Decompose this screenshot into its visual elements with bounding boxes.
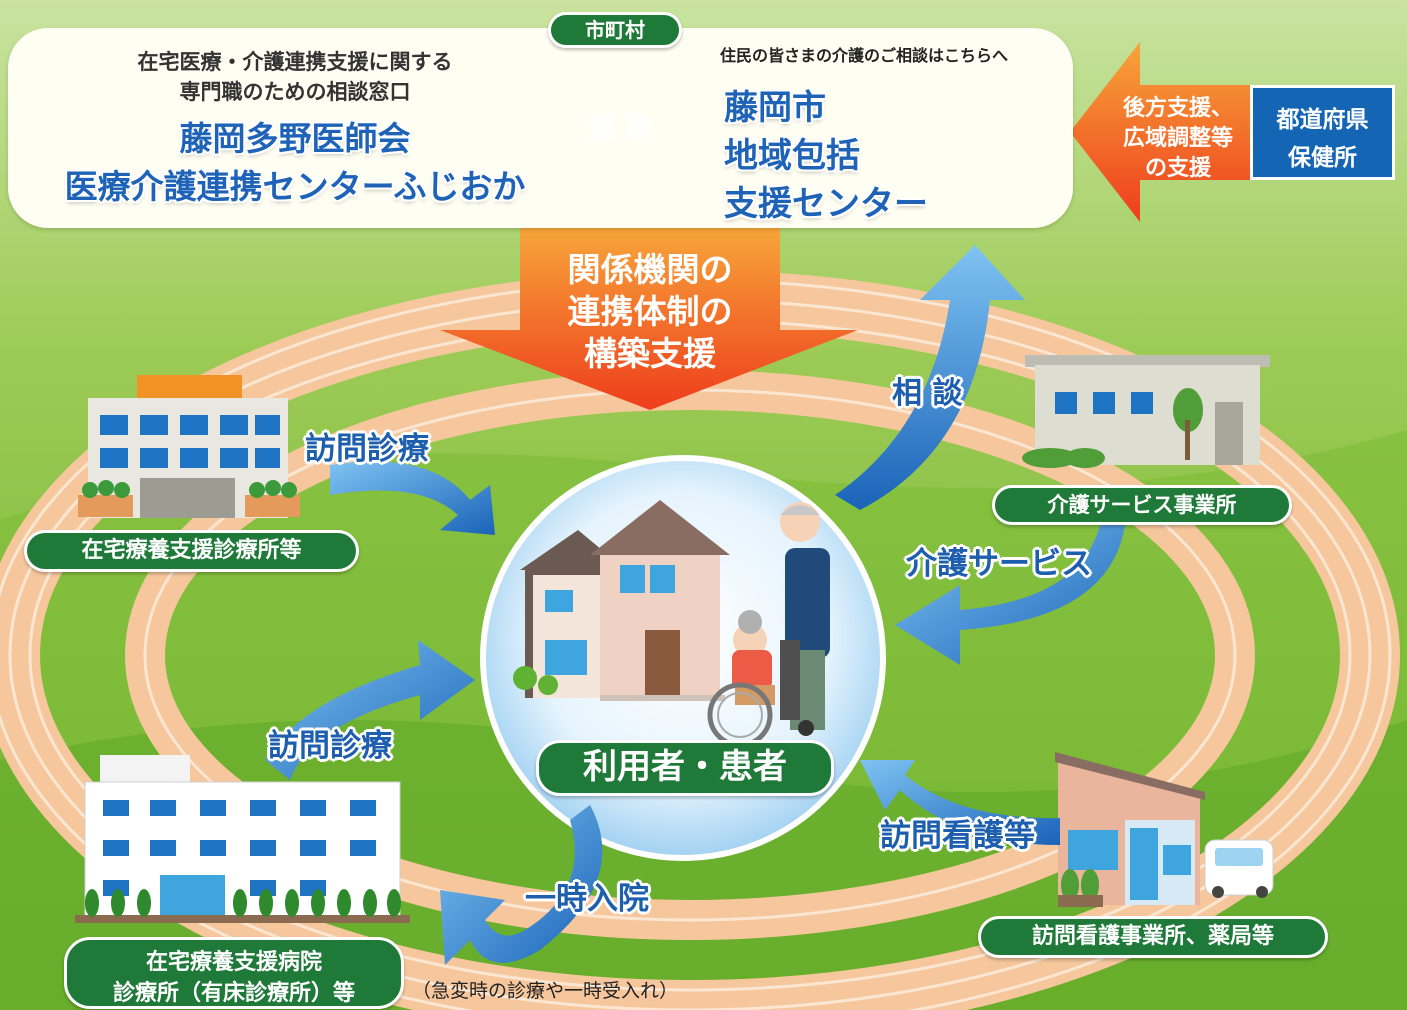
care-coordination-center-name: 医療介護連携センターふじおか	[64, 167, 526, 206]
prefecture-health-center-box	[1250, 85, 1395, 180]
link-label: 連 携	[587, 112, 653, 145]
arrow-visit-care-bottom	[265, 640, 475, 780]
consult-description-line1: 在宅医療・介護連携支援に関する	[137, 50, 453, 74]
prefecture-line1: 都道府県	[1276, 107, 1369, 133]
care-service-label: 介護サービス	[906, 546, 1092, 582]
arrow-consult-up	[835, 245, 1025, 510]
hospital-label-line2: 診療所（有床診療所）等	[112, 981, 355, 1006]
house-illustration	[513, 500, 730, 701]
visit-care-label-bottom: 訪問診療	[268, 728, 392, 764]
prefecture-arrow	[1070, 42, 1250, 222]
support-center-line2: 地域包括	[724, 136, 860, 176]
prefecture-line2: 保健所	[1288, 145, 1357, 171]
arrow-visit-care-top	[330, 461, 495, 535]
arrow-care-service	[895, 525, 1125, 665]
backup-support-line1: 後方支援、	[1122, 96, 1233, 121]
coordination-support-line2: 連携体制の	[567, 292, 733, 331]
arrow-temp-admission	[440, 805, 603, 965]
care-office-label: 介護サービス事業所	[992, 485, 1292, 525]
medical-association-name: 藤岡多野医師会	[179, 119, 411, 158]
hospital-label-line1: 在宅療養支援病院	[145, 950, 322, 975]
support-center-line3: 支援センター	[724, 184, 928, 224]
top-panel	[8, 28, 1073, 228]
backup-support-line3: の支援	[1144, 156, 1211, 181]
care-office-illustration	[1022, 355, 1270, 468]
support-down-arrow	[440, 228, 858, 410]
arrow-visit-nursing	[860, 760, 1060, 845]
consult-description-line2: 専門職のための相談窓口	[179, 80, 411, 104]
visit-nursing-label: 訪問看護等	[880, 818, 1035, 854]
backup-support-line2: 広域調整等	[1122, 126, 1233, 151]
temp-admission-note: （急変時の診療や一時受入れ）	[412, 980, 679, 1002]
consult-label: 相 談	[892, 376, 963, 411]
coordination-support-line1: 関係機関の	[567, 250, 733, 289]
hospital-building-illustration	[75, 755, 410, 923]
clinic-label: 在宅療養支援診療所等	[24, 530, 359, 572]
clinic-building-illustration	[78, 375, 300, 518]
nursing-office-label: 訪問看護事業所、薬局等	[978, 916, 1328, 958]
visit-care-label-top: 訪問診療	[305, 431, 429, 467]
patient-label: 利用者・患者	[536, 740, 834, 796]
municipality-badge: 市町村	[548, 12, 682, 48]
resident-consult-note: 住民の皆さまの介護のご相談はこちらへ	[720, 46, 1009, 65]
nursing-office-illustration	[1055, 752, 1274, 907]
coordination-support-line3: 構築支援	[584, 334, 716, 373]
support-center-line1: 藤岡市	[724, 88, 826, 128]
hospital-label	[64, 937, 404, 1009]
temp-admission-label: 一時入院	[525, 881, 649, 917]
